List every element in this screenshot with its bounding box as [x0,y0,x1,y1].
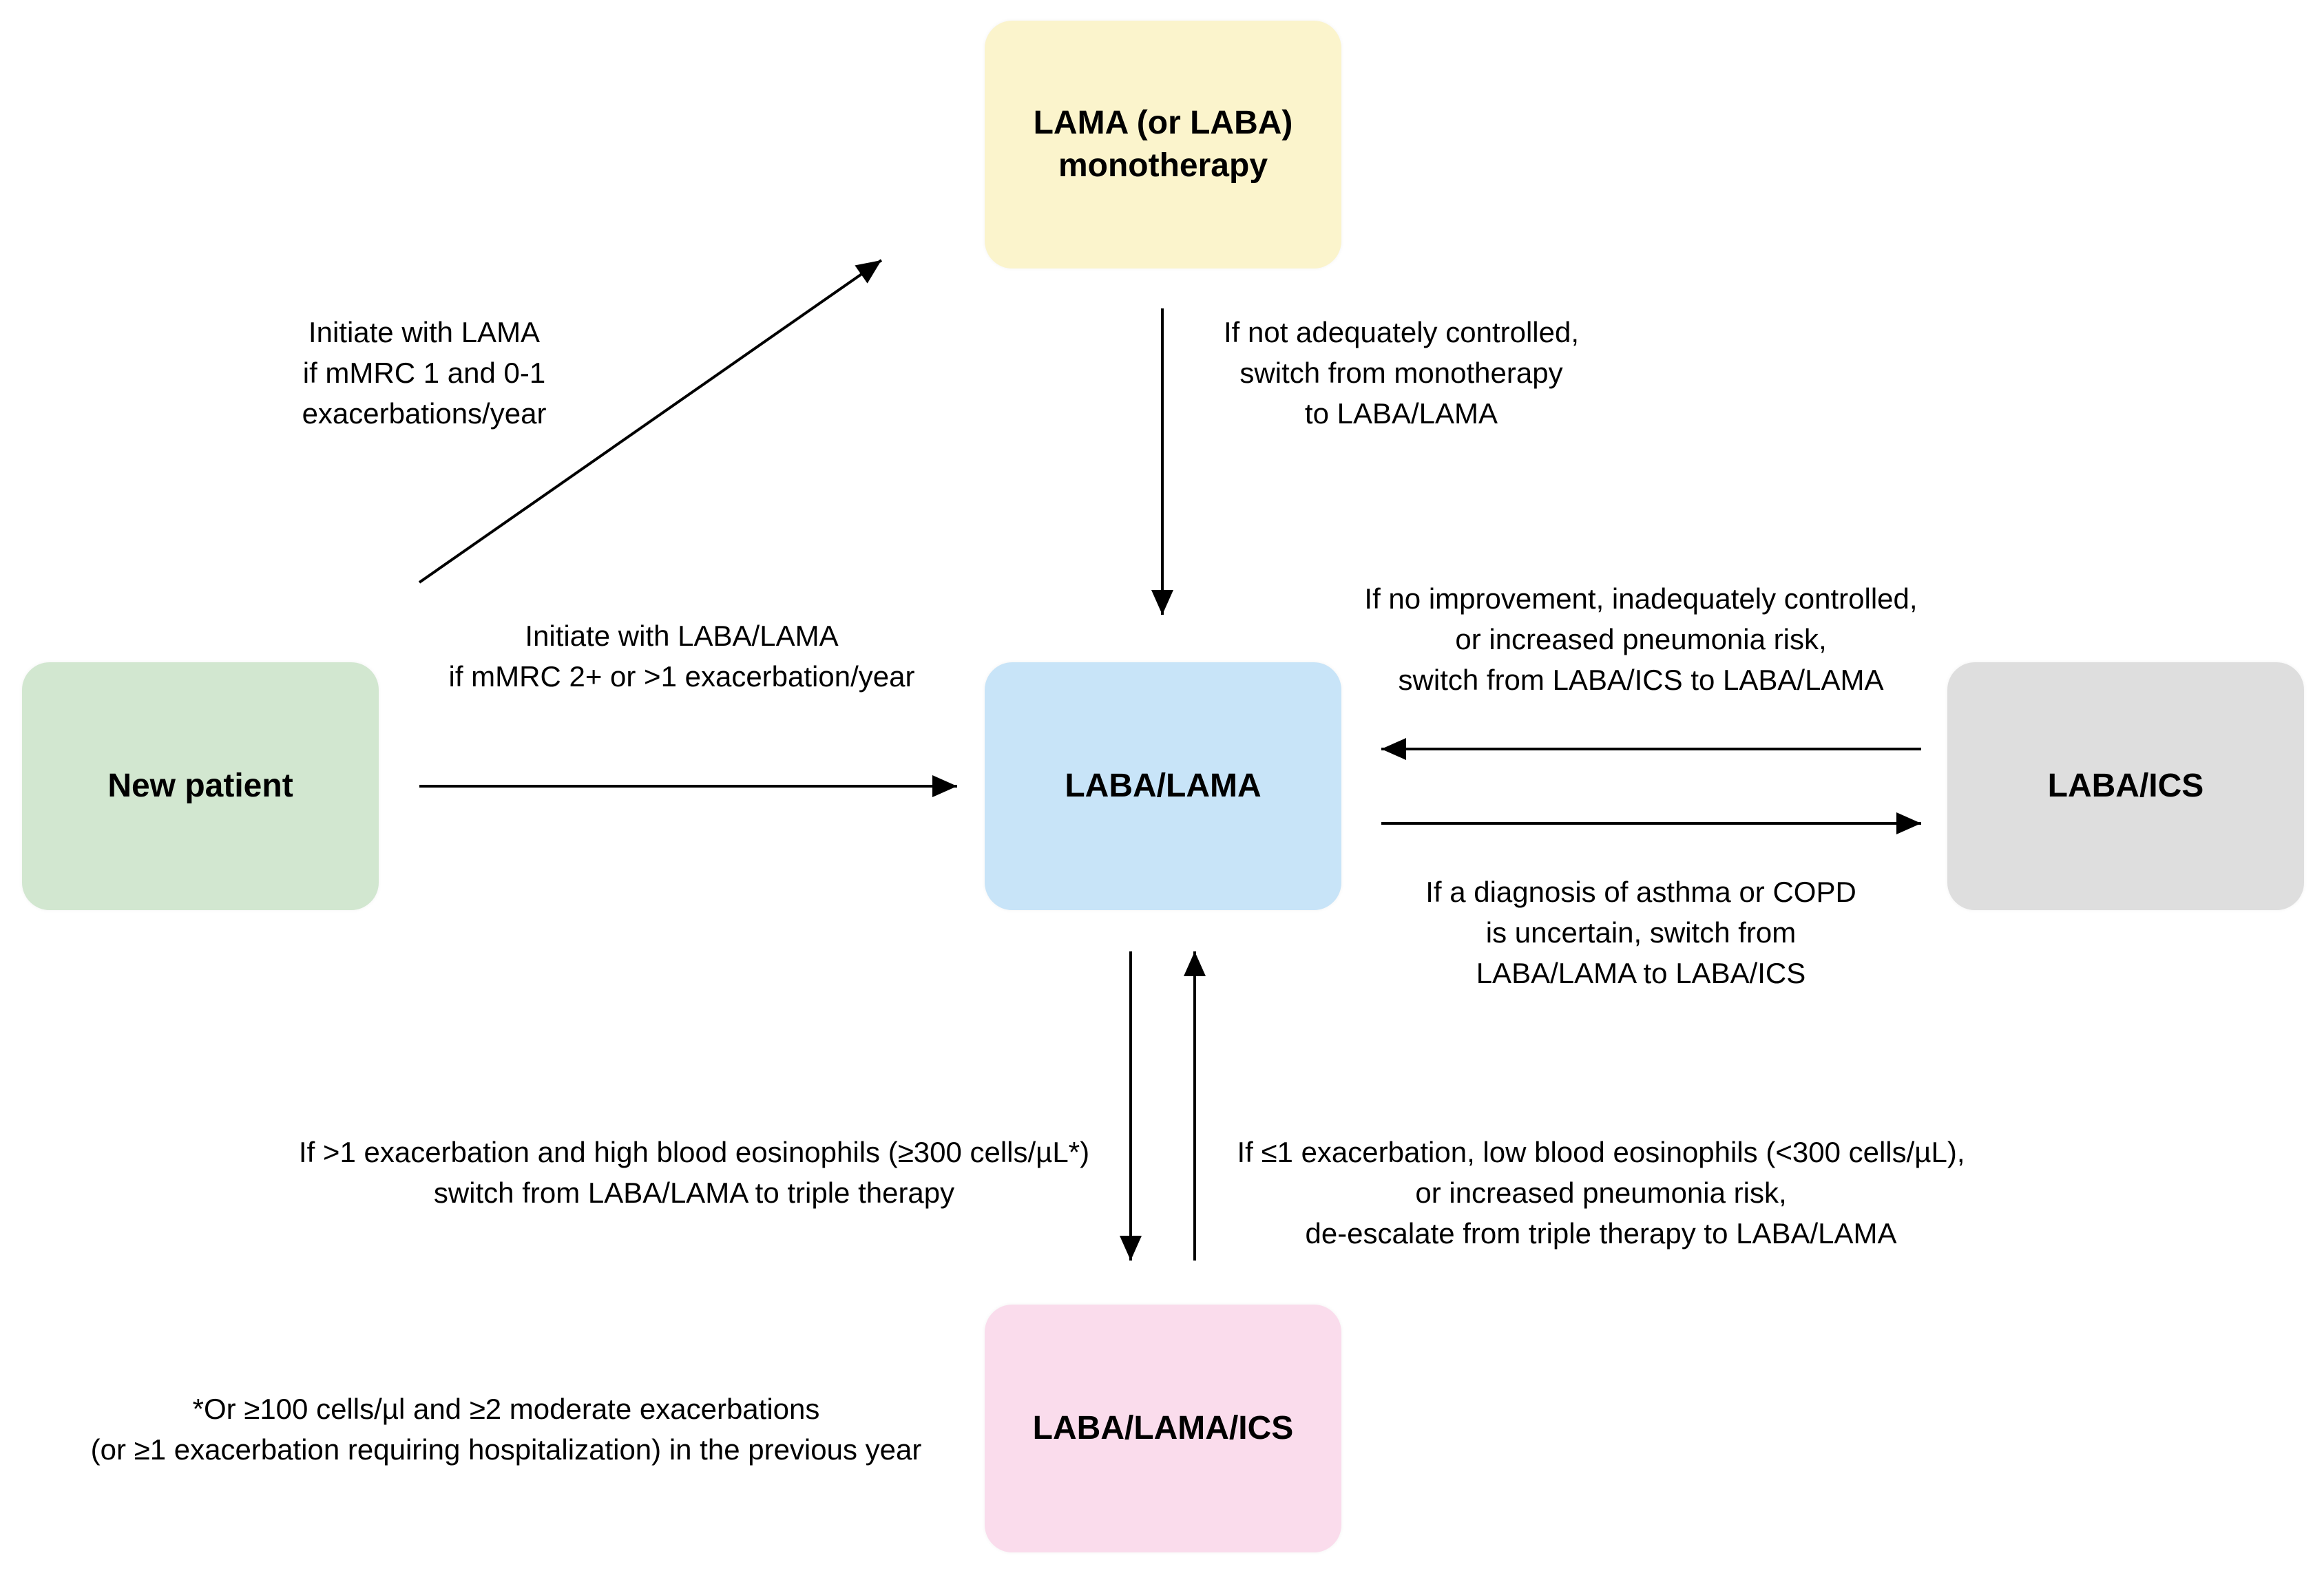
label-line: Initiate with LAMA [308,316,541,348]
label-line: switch from monotherapy [1239,357,1563,389]
label-line: or increased pneumonia risk, [1415,1177,1787,1209]
node-triple-therapy-label: LABA/LAMA/ICS [1032,1410,1294,1446]
label-diagnosis-uncertain: If a diagnosis of asthma or COPD is unce… [1425,872,1856,993]
node-laba-ics: LABA/ICS [1947,662,2304,910]
footnote: *Or ≥100 cells/µl and ≥2 moderate exacer… [91,1389,922,1470]
footnote-line: *Or ≥100 cells/µl and ≥2 moderate exacer… [192,1393,820,1425]
label-line: if mMRC 1 and 0-1 [302,357,546,389]
label-deescalate: If ≤1 exacerbation, low blood eosinophil… [1237,1132,1965,1254]
label-not-controlled: If not adequately controlled, switch fro… [1224,312,1579,434]
label-line: or increased pneumonia risk, [1455,623,1827,655]
label-no-improvement: If no improvement, inadequately controll… [1364,578,1917,700]
node-laba-ics-label: LABA/ICS [2047,768,2204,804]
node-new-patient: New patient [22,662,379,910]
node-monotherapy-label: LAMA (or LABA) monotherapy [1033,105,1293,184]
label-line: If not adequately controlled, [1223,316,1580,348]
label-line: If ≤1 exacerbation, low blood eosinophil… [1237,1136,1965,1168]
label-line: exacerbations/year [302,397,547,430]
label-line: If a diagnosis of asthma or COPD [1425,876,1856,908]
footnote-line: (or ≥1 exacerbation requiring hospitaliz… [90,1433,922,1466]
label-line: If >1 exacerbation and high blood eosino… [298,1136,1090,1168]
node-monotherapy: LAMA (or LABA) monotherapy [985,21,1341,268]
label-line: If no improvement, inadequately controll… [1364,582,1918,615]
label-line: LABA/LAMA to LABA/ICS [1476,957,1806,989]
node-laba-lama-label: LABA/LAMA [1065,768,1262,804]
label-initiate-laba-lama: Initiate with LABA/LAMA if mMRC 2+ or >1… [449,615,915,697]
node-laba-lama: LABA/LAMA [985,662,1341,910]
label-line: switch from LABA/ICS to LABA/LAMA [1398,664,1884,696]
label-escalate-triple: If >1 exacerbation and high blood eosino… [299,1132,1089,1213]
arrow-new-patient-to-monotherapy [418,259,883,584]
label-line: de-escalate from triple therapy to LABA/… [1305,1217,1897,1250]
label-line: to LABA/LAMA [1304,397,1498,430]
label-initiate-lama: Initiate with LAMA if mMRC 1 and 0-1 exa… [302,312,547,434]
label-line: switch from LABA/LAMA to triple therapy [433,1177,955,1209]
node-new-patient-label: New patient [107,768,293,804]
label-line: if mMRC 2+ or >1 exacerbation/year [448,660,915,693]
node-triple-therapy: LABA/LAMA/ICS [985,1305,1341,1552]
label-line: is uncertain, switch from [1485,916,1797,949]
label-line: Initiate with LABA/LAMA [525,620,839,652]
